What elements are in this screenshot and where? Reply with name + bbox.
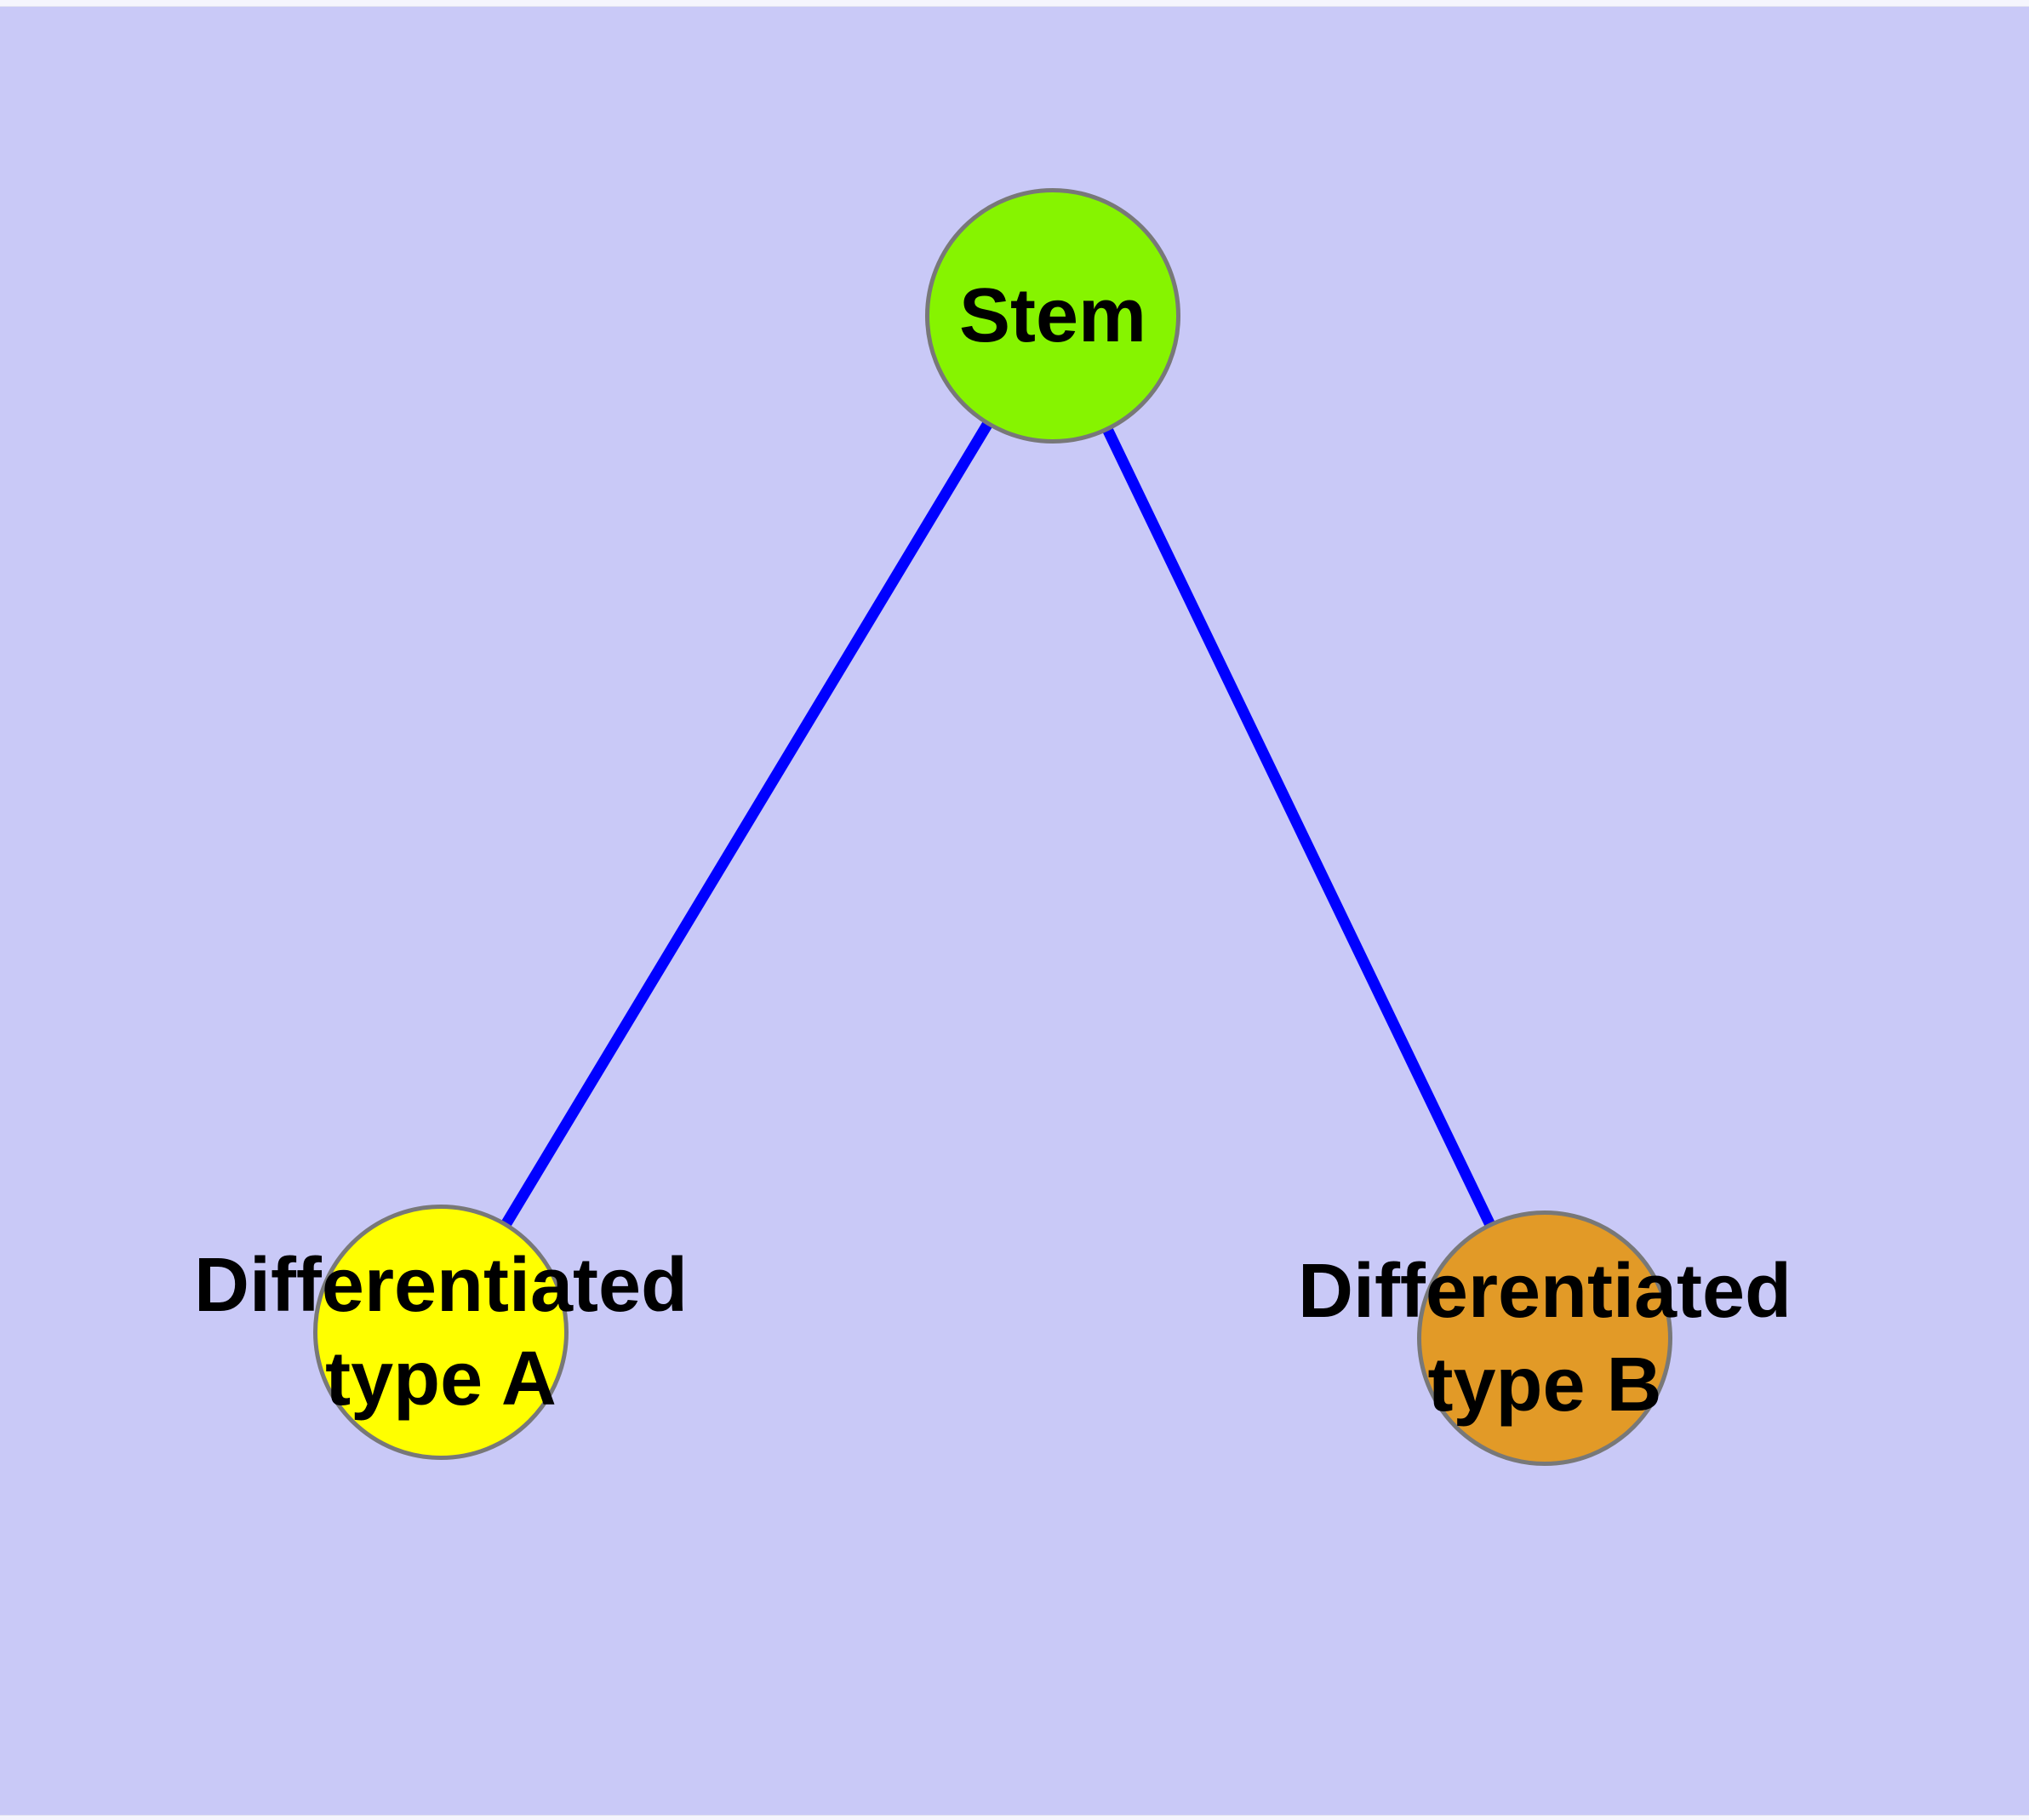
node-differentiated-type-a-circle (313, 1205, 569, 1460)
node-stem-circle (925, 188, 1180, 444)
edge-stem-to-type-b (1048, 313, 1550, 1341)
edge-stem-to-type-a (436, 312, 1058, 1336)
window-bottom-edge (0, 1815, 2029, 1820)
window-top-edge (0, 0, 2029, 7)
node-differentiated-type-b-circle (1417, 1210, 1672, 1466)
